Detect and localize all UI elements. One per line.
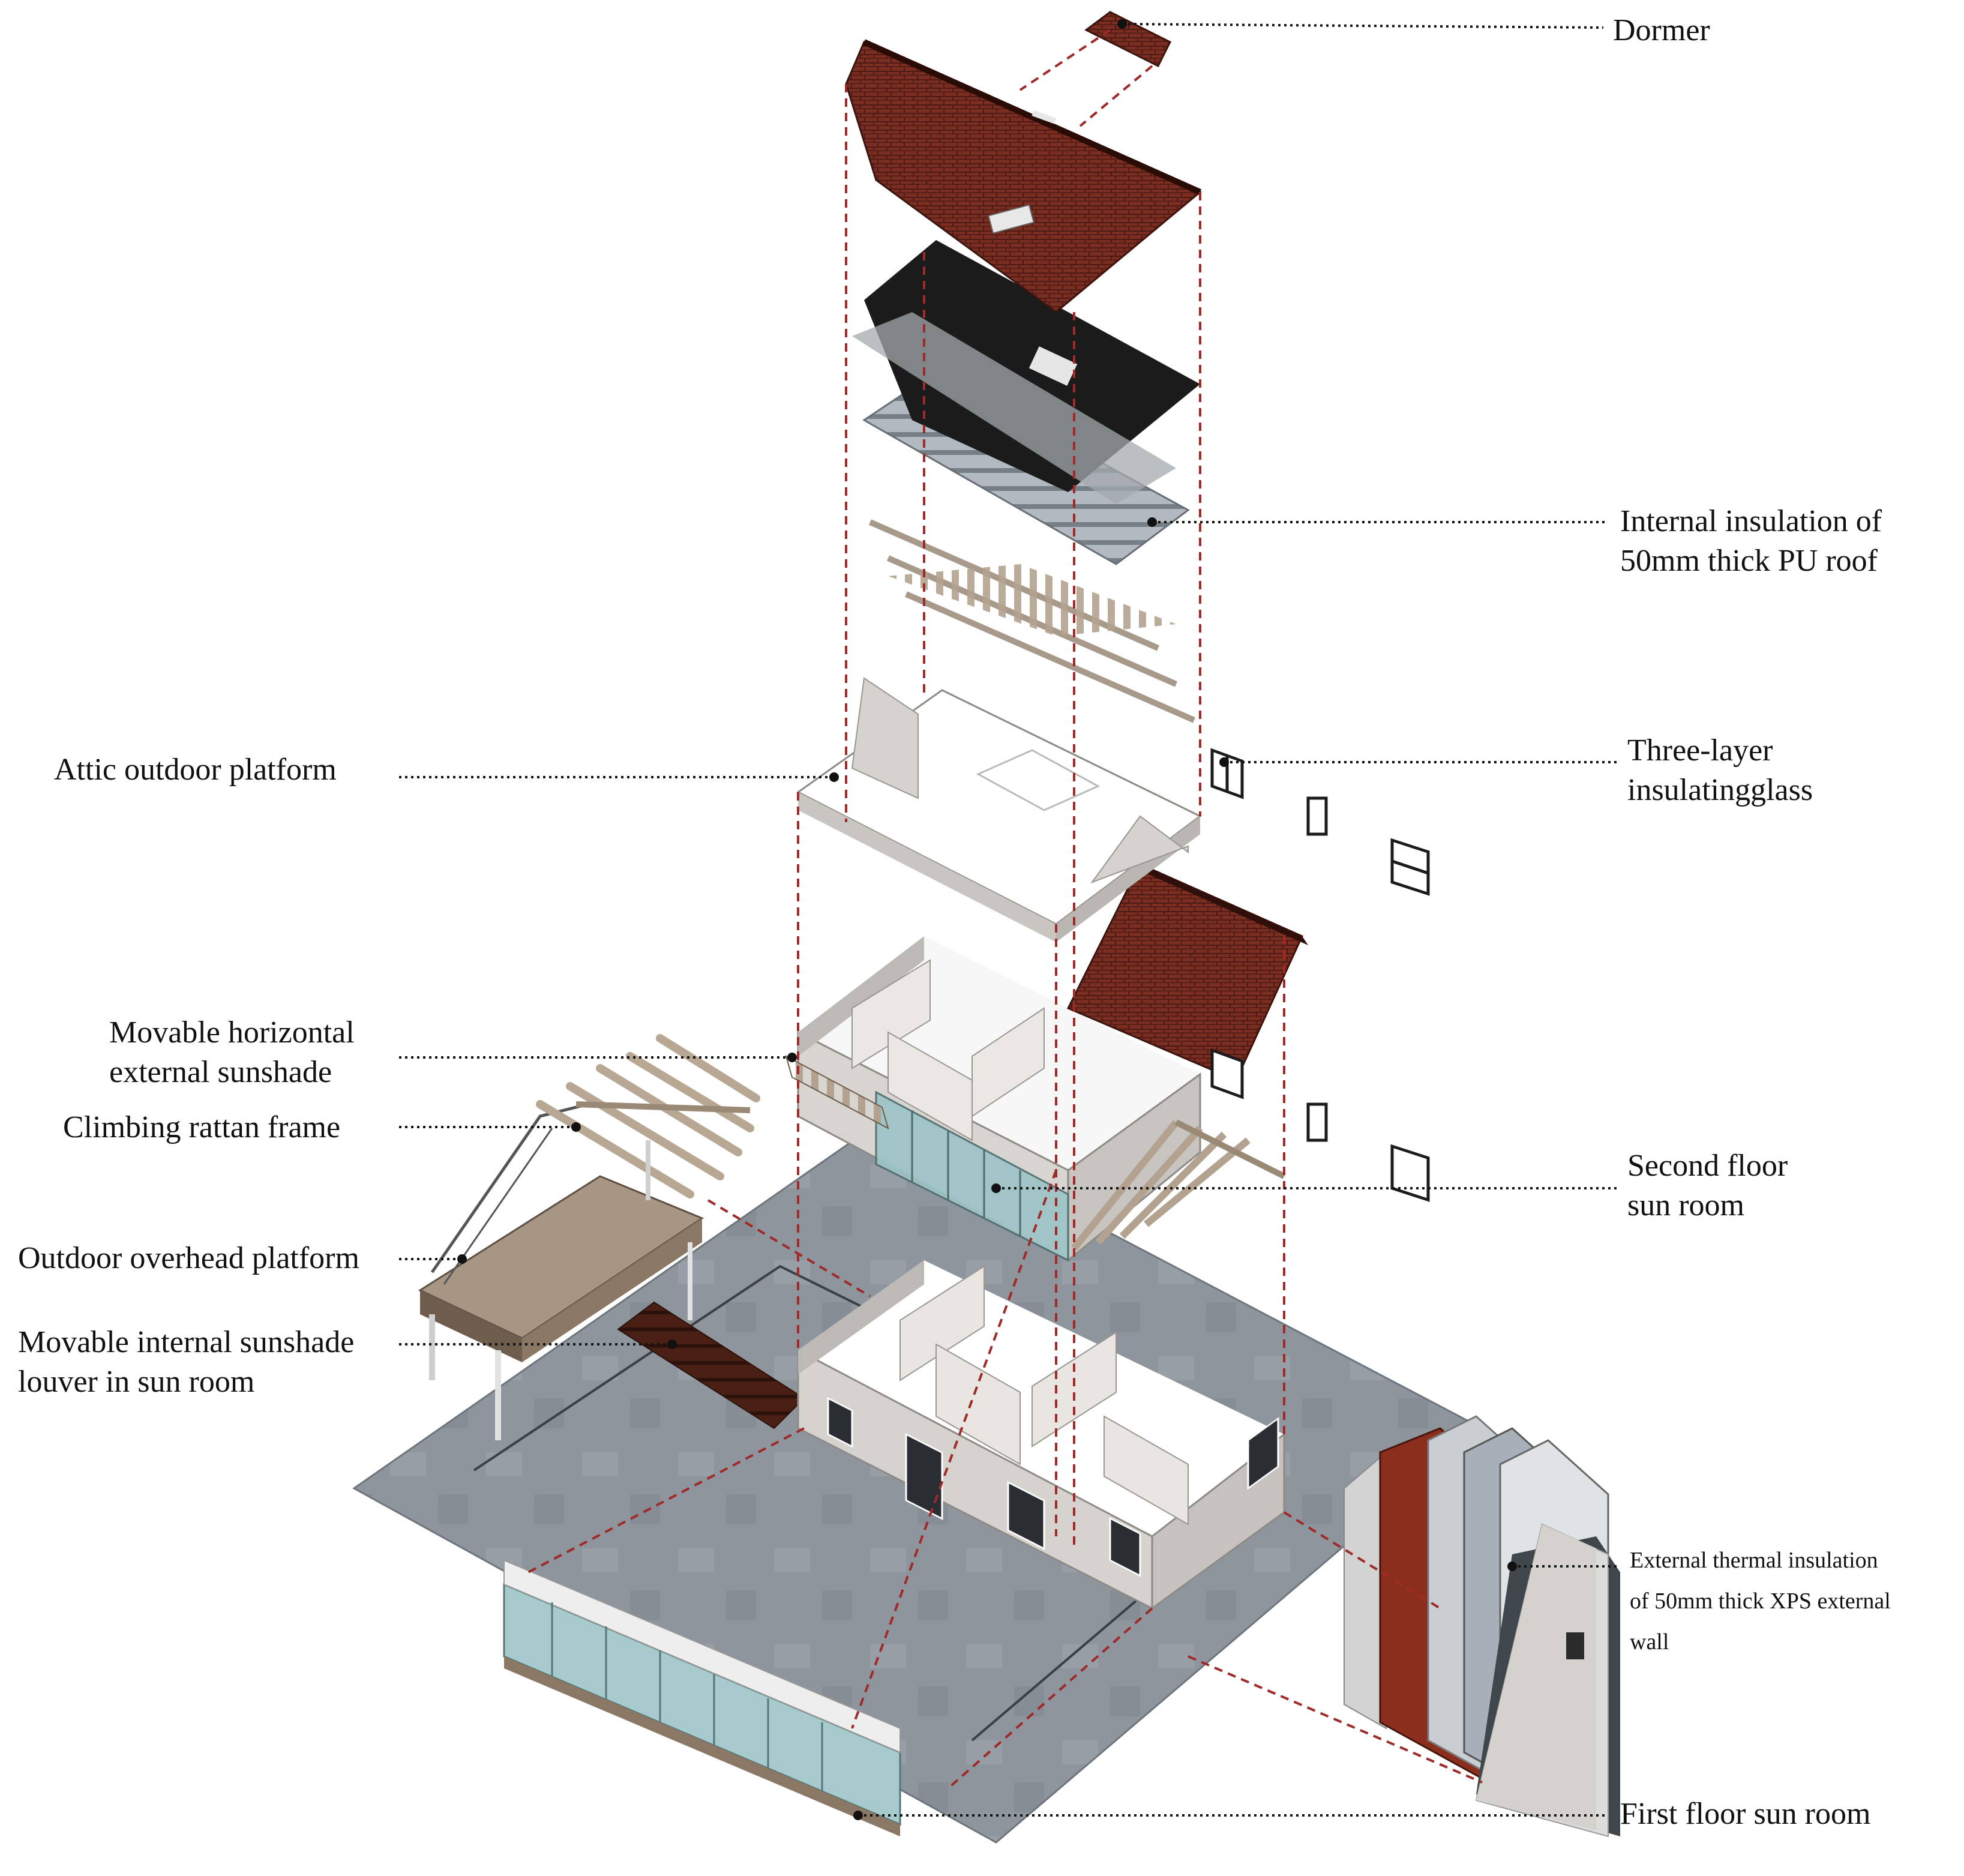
label-xps-wall-line2: of 50mm thick XPS external bbox=[1630, 1589, 1891, 1614]
label-roof-insulation-line1: Internal insulation of bbox=[1620, 504, 1882, 538]
label-roof-insulation: Internal insulation of 50mm thick PU roo… bbox=[1620, 502, 1882, 581]
attic-module bbox=[796, 677, 1202, 942]
label-attic-platform-text: Attic outdoor platform bbox=[54, 753, 337, 787]
label-horizontal-sunshade-line1: Movable horizontal bbox=[109, 1015, 355, 1050]
label-xps-wall: External thermal insulation of 50mm thic… bbox=[1630, 1540, 1891, 1662]
roof-grey-sheet bbox=[852, 312, 1176, 504]
label-rattan-frame: Climbing rattan frame bbox=[63, 1108, 340, 1147]
alignment-guides bbox=[527, 29, 1483, 1790]
label-second-floor-sunroom-line2: sun room bbox=[1627, 1188, 1744, 1222]
movable-horizontal-sunshade bbox=[785, 1055, 889, 1129]
label-overhead-platform: Outdoor overhead platform bbox=[18, 1239, 359, 1278]
label-horizontal-sunshade-line2: external sunshade bbox=[109, 1055, 332, 1089]
label-first-floor-sunroom: First floor sun room bbox=[1620, 1794, 1870, 1834]
label-dormer: Dormer bbox=[1613, 11, 1710, 50]
climbing-rattan-frame bbox=[536, 1034, 760, 1200]
label-horizontal-sunshade: Movable horizontal external sunshade bbox=[109, 1013, 355, 1092]
label-internal-louver-line2: louver in sun room bbox=[18, 1365, 255, 1399]
label-second-floor-sunroom-line1: Second floor bbox=[1627, 1149, 1788, 1183]
roof-rafter-layer bbox=[868, 519, 1196, 723]
label-insulating-glass-line2: insulatingglass bbox=[1627, 773, 1813, 807]
label-insulating-glass-line1: Three-layer bbox=[1627, 733, 1773, 768]
leader-dots bbox=[457, 19, 1517, 1820]
first-floor-sun-room bbox=[503, 1559, 901, 1836]
label-internal-louver-line1: Movable internal sunshade bbox=[18, 1325, 355, 1359]
second-floor-module bbox=[785, 936, 1201, 1263]
label-dormer-text: Dormer bbox=[1613, 13, 1710, 47]
leader-lines bbox=[399, 23, 1620, 1817]
label-xps-wall-line3: wall bbox=[1630, 1629, 1669, 1655]
xps-wall-layers bbox=[1344, 1415, 1620, 1838]
second-floor-roof-piece bbox=[1066, 863, 1308, 1081]
first-floor-module bbox=[797, 1260, 1285, 1610]
insulating-glass-windows bbox=[1210, 748, 1430, 1202]
label-internal-louver: Movable internal sunshade louver in sun … bbox=[18, 1323, 354, 1402]
label-second-floor-sunroom: Second floor sun room bbox=[1627, 1146, 1788, 1225]
label-roof-insulation-line2: 50mm thick PU roof bbox=[1620, 544, 1878, 578]
label-rattan-frame-text: Climbing rattan frame bbox=[63, 1110, 341, 1144]
label-overhead-platform-text: Outdoor overhead platform bbox=[18, 1241, 359, 1275]
label-first-floor-sunroom-text: First floor sun room bbox=[1620, 1797, 1871, 1831]
label-insulating-glass: Three-layer insulatingglass bbox=[1627, 731, 1813, 810]
right-pergola bbox=[1071, 1119, 1286, 1251]
roof-membrane-layer bbox=[864, 240, 1200, 492]
label-xps-wall-line1: External thermal insulation bbox=[1630, 1548, 1878, 1573]
label-attic-platform: Attic outdoor platform bbox=[54, 750, 337, 790]
dormer-piece bbox=[1084, 11, 1172, 68]
main-tiled-roof bbox=[845, 39, 1202, 313]
